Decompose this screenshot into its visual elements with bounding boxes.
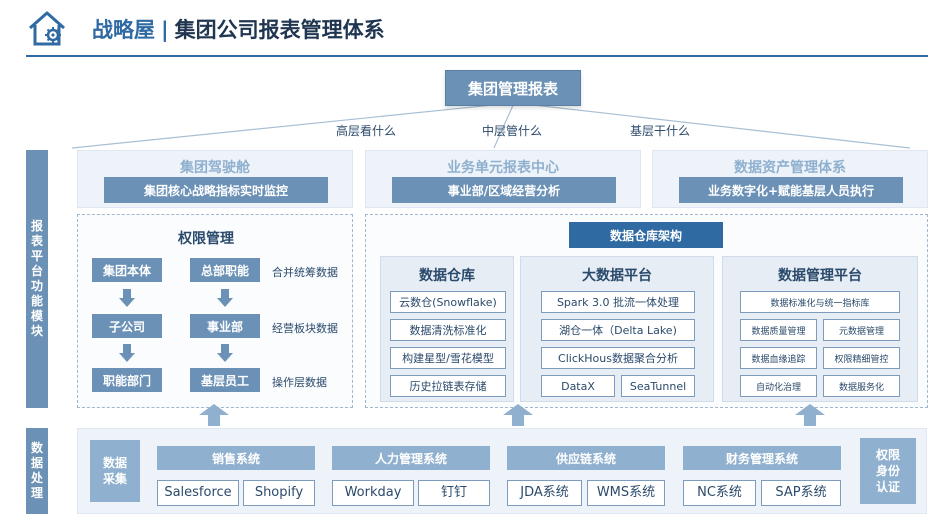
panel-subtitle: 事业部/区域经营分析 — [392, 177, 616, 203]
up-arrow-icon — [795, 404, 825, 426]
group-entity-box: 集团本体 — [92, 258, 162, 282]
tool-chip-seatunnel: SeaTunnel — [621, 375, 695, 397]
system-chip-nc: NC系统 — [683, 480, 756, 506]
grid-item: 数据服务化 — [823, 375, 900, 397]
text-line: 认证 — [875, 480, 900, 494]
page-title: 战略屋|集团公司报表管理体系 — [92, 14, 385, 44]
vchar: 平 — [30, 249, 43, 263]
down-arrow-icon — [119, 289, 135, 307]
system-chip-workday: Workday — [332, 480, 414, 506]
grid-item: 数据质量管理 — [740, 319, 817, 341]
grid-item: 数据血缘追踪 — [740, 347, 817, 369]
big-data-platform-panel: 大数据平台 Spark 3.0 批流一体处理 湖仓一体（Delta Lake) … — [520, 256, 714, 402]
list-item: Spark 3.0 批流一体处理 — [541, 291, 695, 313]
panel-title: 数据仓库 — [419, 268, 475, 284]
list-item: 云数仓(Snowflake) — [390, 291, 506, 313]
data-asset-management-panel: 数据资产管理体系 业务数字化+赋能基层人员执行 — [652, 150, 928, 208]
list-item: 构建星型/雪花模型 — [390, 347, 506, 369]
data-collection-box: 数据采集 — [90, 440, 140, 502]
level-label-middle: 中层管什么 — [482, 124, 543, 138]
roof-lines — [71, 102, 911, 149]
brand-name: 战略屋 — [92, 18, 155, 42]
up-arrow-icon — [199, 404, 229, 426]
vchar: 数 — [30, 441, 43, 455]
system-chip-salesforce: Salesforce — [157, 480, 239, 506]
data-processing-label: 数 据 处 理 — [26, 428, 48, 514]
panel-title: 大数据平台 — [582, 268, 652, 284]
vchar: 表 — [30, 234, 43, 248]
header-divider — [26, 55, 928, 57]
vchar: 能 — [30, 294, 43, 308]
business-division-box: 事业部 — [190, 314, 260, 338]
sales-system-bar: 销售系统 — [157, 446, 315, 470]
hr-system-bar: 人力管理系统 — [332, 446, 490, 470]
supply-chain-system-bar: 供应链系统 — [507, 446, 665, 470]
panel-title: 数据资产管理体系 — [734, 160, 846, 176]
grid-item: 元数据管理 — [823, 319, 900, 341]
system-chip-wms: WMS系统 — [587, 480, 665, 506]
text-line: 采集 — [102, 472, 127, 486]
system-chip-shopify: Shopify — [243, 480, 315, 506]
down-arrow-icon — [119, 344, 135, 362]
panel-title: 数据管理平台 — [778, 268, 862, 284]
panel-subtitle: 集团核心战略指标实时监控 — [104, 177, 328, 203]
house-gear-logo-icon — [26, 8, 68, 48]
group-management-report-box: 集团管理报表 — [445, 70, 581, 106]
vchar: 据 — [30, 456, 43, 470]
warehouse-architecture-header: 数据仓库架构 — [569, 222, 723, 248]
list-item: 数据清洗标准化 — [390, 319, 506, 341]
grid-item: 自动化治理 — [740, 375, 817, 397]
consolidated-data-note: 合并统筹数据 — [272, 266, 338, 279]
down-arrow-icon — [217, 289, 233, 307]
vchar: 模 — [30, 309, 43, 323]
data-collection-box-text: 数据采集 — [103, 455, 127, 487]
functional-department-box: 职能部门 — [92, 368, 162, 392]
group-cockpit-panel: 集团驾驶舱 集团核心战略指标实时监控 — [77, 150, 353, 208]
panel-title: 业务单元报表中心 — [447, 160, 559, 176]
list-item: 湖仓一体（Delta Lake) — [541, 319, 695, 341]
list-item: 数据标准化与统一指标库 — [740, 291, 900, 313]
tool-chip-datax: DataX — [541, 375, 615, 397]
panel-title: 集团驾驶舱 — [180, 160, 250, 176]
hq-function-box: 总部职能 — [190, 258, 260, 282]
up-arrow-icon — [503, 404, 533, 426]
system-chip-sap: SAP系统 — [761, 480, 841, 506]
permission-title: 权限管理 — [178, 231, 234, 247]
level-label-top: 高层看什么 — [336, 124, 397, 138]
subsidiary-box: 子公司 — [92, 314, 162, 338]
vchar: 处 — [30, 471, 43, 485]
text-line: 权限 — [875, 448, 900, 462]
vchar: 块 — [30, 324, 43, 338]
system-chip-dingtalk: 钉钉 — [418, 480, 490, 506]
panel-subtitle: 业务数字化+赋能基层人员执行 — [679, 177, 903, 203]
down-arrow-icon — [217, 344, 233, 362]
list-item: ClickHous数据聚合分析 — [541, 347, 695, 369]
text-line: 数据 — [102, 456, 127, 470]
business-segment-data-note: 经营板块数据 — [272, 322, 338, 335]
finance-system-bar: 财务管理系统 — [683, 446, 841, 470]
data-warehouse-panel: 数据仓库 云数仓(Snowflake) 数据清洗标准化 构建星型/雪花模型 历史… — [380, 256, 514, 402]
vchar: 理 — [30, 486, 43, 500]
platform-module-label: 报 表 平 台 功 能 模 块 — [26, 150, 48, 408]
auth-identity-box: 权限身份认证 — [860, 438, 916, 504]
vchar: 台 — [30, 264, 43, 278]
grid-item: 权限精细管控 — [823, 347, 900, 369]
system-chip-jda: JDA系统 — [507, 480, 582, 506]
list-item: 历史拉链表存储 — [390, 375, 506, 397]
level-label-base: 基层干什么 — [630, 124, 691, 138]
auth-identity-box-text: 权限身份认证 — [876, 447, 900, 495]
business-unit-report-panel: 业务单元报表中心 事业部/区域经营分析 — [365, 150, 641, 208]
frontline-staff-box: 基层员工 — [190, 368, 260, 392]
main-title: 集团公司报表管理体系 — [174, 18, 385, 42]
vchar: 报 — [30, 219, 43, 233]
vchar: 功 — [30, 279, 43, 293]
operational-data-note: 操作层数据 — [272, 376, 327, 389]
text-line: 身份 — [875, 464, 900, 478]
title-separator: | — [161, 18, 169, 42]
data-management-platform-panel: 数据管理平台 数据标准化与统一指标库 数据质量管理 元数据管理 数据血缘追踪 权… — [722, 256, 918, 402]
